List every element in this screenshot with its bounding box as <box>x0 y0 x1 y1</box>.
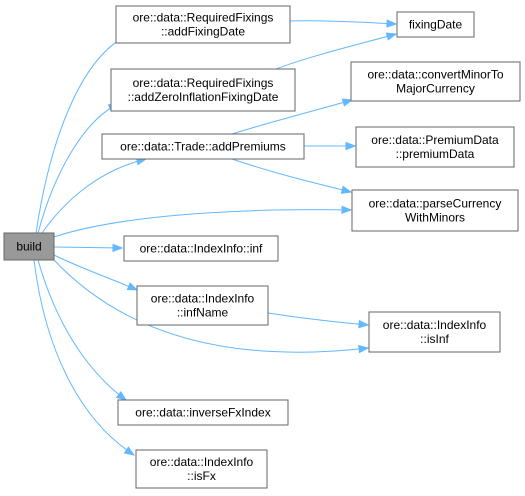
edge-line <box>35 35 127 234</box>
edge-addprem-to-parsecurr <box>231 158 353 194</box>
edge-addprem-to-convminor <box>231 98 354 135</box>
edge-arrowhead <box>340 185 353 194</box>
node-label: ::infName <box>177 306 229 320</box>
node-label: fixingDate <box>409 18 463 32</box>
edge-line <box>41 158 147 234</box>
edge-build-to-invfx <box>37 259 128 401</box>
node-box <box>355 126 515 168</box>
edge-arrowhead <box>112 243 124 253</box>
node-reqfix_addzero[interactable]: ore::data::RequiredFixings::addZeroInfla… <box>110 68 296 112</box>
node-idxisinf[interactable]: ore::data::IndexInfo::isInf <box>368 311 501 353</box>
node-label: ::addZeroInflationFixingDate <box>128 90 279 104</box>
edge-line <box>231 99 353 135</box>
node-box <box>135 449 268 489</box>
node-label: ore::data::RequiredFixings <box>133 11 274 25</box>
node-box <box>368 311 501 353</box>
node-box <box>115 5 291 44</box>
edge-reqfix_add-to-fixingdate <box>289 19 398 28</box>
edge-build-to-parsecurr <box>53 205 353 238</box>
edge-build-to-addprem <box>41 157 148 234</box>
node-label: ::isInf <box>420 332 449 346</box>
edge-build-to-idxinf <box>53 243 124 253</box>
edge-arrowhead <box>115 390 128 401</box>
node-box <box>396 11 475 38</box>
node-label: ore::data::inverseFxIndex <box>135 406 270 420</box>
node-label: ore::data::Trade::addPremiums <box>120 140 286 154</box>
edge-line <box>37 259 127 401</box>
edge-build-to-idxinfname <box>53 254 139 291</box>
edge-build-to-idxisfx <box>33 259 136 456</box>
node-invfx[interactable]: ore::data::inverseFxIndex <box>117 399 289 426</box>
node-box <box>101 133 305 160</box>
edge-arrowhead <box>386 19 398 28</box>
edge-arrowhead <box>123 446 136 456</box>
edge-build-to-idxisinf <box>53 259 370 354</box>
node-box <box>3 232 55 261</box>
edge-line <box>275 33 397 70</box>
node-label: ::premiumData <box>396 147 475 161</box>
edge-line <box>53 246 123 249</box>
node-premdata[interactable]: ore::data::PremiumData::premiumData <box>355 126 515 168</box>
node-label: ore::data::IndexInfo <box>150 455 254 469</box>
node-box <box>117 399 289 426</box>
edge-line <box>289 20 397 25</box>
edge-line <box>53 209 352 238</box>
node-idxisfx[interactable]: ore::data::IndexInfo::isFx <box>135 449 268 489</box>
edge-arrowhead <box>385 32 398 41</box>
edge-arrowhead <box>358 319 370 329</box>
node-label: ore::data::IndexInfo <box>151 292 255 306</box>
node-fixingdate[interactable]: fixingDate <box>396 11 475 38</box>
node-label: ore::data::RequiredFixings <box>133 76 274 90</box>
node-build[interactable]: build <box>3 232 55 261</box>
node-box <box>351 189 519 232</box>
edge-line <box>37 103 119 234</box>
edge-arrowhead <box>341 98 354 107</box>
node-idxinfname[interactable]: ore::data::IndexInfo::infName <box>136 285 269 326</box>
edge-arrowhead <box>358 344 370 354</box>
node-label: WithMinors <box>405 211 465 225</box>
node-label: ore::data::IndexInfo::inf <box>140 242 263 256</box>
node-label: ore::data::convertMinorTo <box>367 68 503 82</box>
node-label: ore::data::IndexInfo <box>383 318 487 332</box>
edge-arrowhead <box>345 141 357 151</box>
edge-line <box>53 259 369 353</box>
edge-line <box>267 312 369 326</box>
node-label: ore::data::PremiumData <box>371 133 499 147</box>
node-label: ::addFixingDate <box>161 25 245 39</box>
edge-build-to-reqfix_addzero <box>37 103 120 234</box>
node-label: ore::data::parseCurrency <box>369 197 502 211</box>
node-label: ::isFx <box>187 469 216 483</box>
edge-addprem-to-premdata <box>304 141 357 151</box>
edge-arrowhead <box>341 205 353 215</box>
edge-line <box>33 259 135 456</box>
edge-line <box>231 158 352 193</box>
node-box <box>350 61 521 102</box>
node-box <box>136 285 269 326</box>
edge-idxinfname-to-idxisinf <box>267 312 370 329</box>
node-label: MajorCurrency <box>396 82 475 96</box>
node-reqfix_add[interactable]: ore::data::RequiredFixings::addFixingDat… <box>115 5 291 44</box>
node-box <box>110 68 296 112</box>
edge-reqfix_addzero-to-fixingdate <box>275 32 398 70</box>
node-label: build <box>16 240 41 254</box>
node-addprem[interactable]: ore::data::Trade::addPremiums <box>101 133 305 160</box>
nodes-layer: build ore::data::RequiredFixings::addFixi… <box>3 5 521 489</box>
edge-arrowhead <box>126 282 139 291</box>
node-idxinf[interactable]: ore::data::IndexInfo::inf <box>123 235 279 262</box>
node-box <box>123 235 279 262</box>
